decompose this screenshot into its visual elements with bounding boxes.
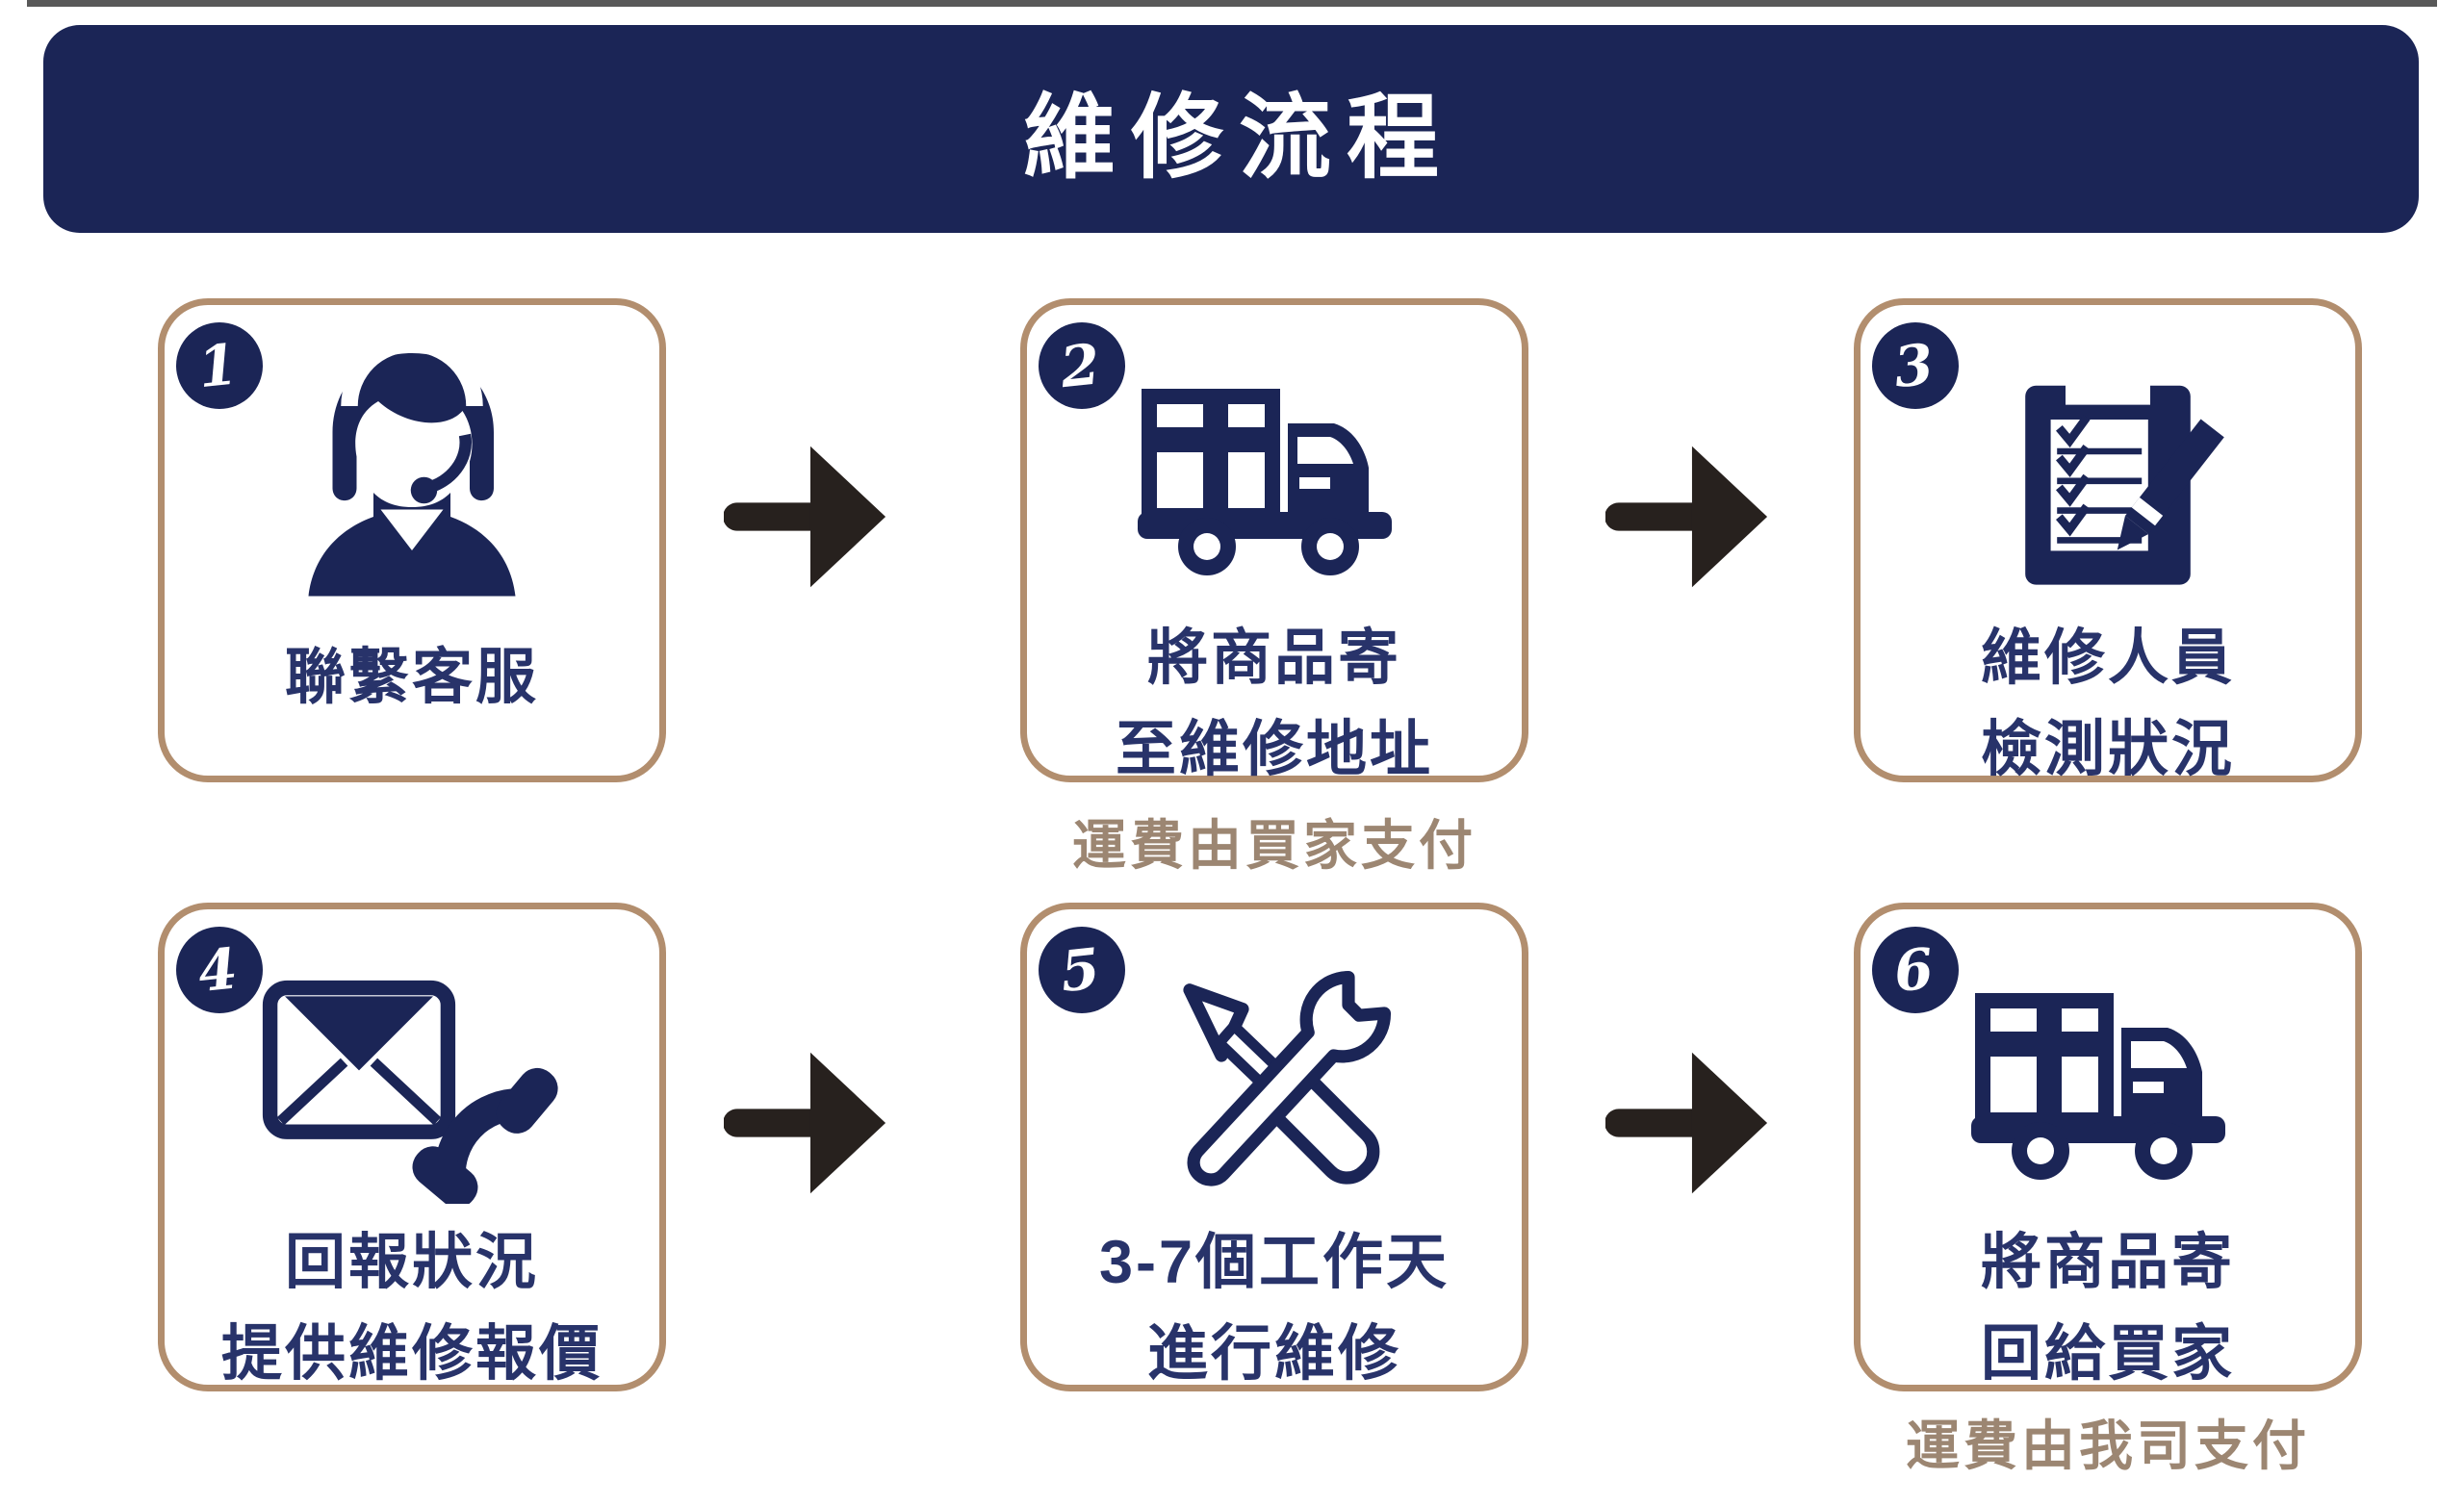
step-label: 將商品寄 回給買家 [1861, 1217, 2355, 1400]
title-banner: 維修流程 [43, 25, 2419, 233]
delivery-truck-icon [1861, 948, 2355, 1227]
shipping-note-seller: 運費由我司支付 [1906, 1416, 2310, 1476]
customer-service-icon [165, 339, 659, 623]
step-card-1: 1 聯繫客服 [158, 298, 666, 782]
step-label-line: 維修人員 [1981, 625, 2235, 692]
step-badge-3: 3 [1872, 322, 1959, 409]
step-label: 維修人員 檢測狀況 [1861, 613, 2355, 796]
step-card-6: 6 將商品寄 回給買家 [1854, 903, 2362, 1391]
flow-arrow-icon [1605, 437, 1775, 597]
flow-arrow-icon [724, 437, 893, 597]
step-badge-1: 1 [176, 322, 263, 409]
delivery-truck-icon [1027, 344, 1522, 623]
step-label-line: 聯繫客服 [285, 644, 539, 711]
step-label: 回報狀況 提供維修報價 [165, 1217, 659, 1400]
step-label-line: 提供維修報價 [221, 1320, 603, 1388]
shipping-note-buyer: 運費由買家支付 [1072, 815, 1476, 876]
step-label-line: 將商品寄 [1147, 625, 1401, 692]
top-border-line [27, 0, 2437, 7]
step-badge-6: 6 [1872, 927, 1959, 1013]
inspection-checklist-icon [1861, 344, 2355, 623]
flow-arrow-icon [1605, 1043, 1775, 1203]
step-label: 將商品寄 至維修地址 [1027, 613, 1522, 796]
step-badge-4: 4 [176, 927, 263, 1013]
step-card-2: 2 將商品寄 至維修地址 [1020, 298, 1528, 783]
page-title: 維修流程 [1023, 86, 1454, 190]
step-badge-5: 5 [1039, 927, 1125, 1013]
step-label: 聯繫客服 [165, 632, 659, 724]
step-label-line: 檢測狀況 [1981, 716, 2235, 783]
step-card-5: 5 3-7個工作天 進行維修 [1020, 903, 1528, 1391]
step-label-line: 將商品寄 [1981, 1229, 2235, 1296]
step-label-line: 進行維修 [1147, 1320, 1401, 1388]
step-label-line: 至維修地址 [1116, 716, 1433, 783]
flow-arrow-icon [724, 1043, 893, 1203]
step-label-line: 回給買家 [1981, 1320, 2235, 1388]
step-card-3: 3 [1854, 298, 2362, 783]
step-label-line: 3-7個工作天 [1098, 1229, 1450, 1296]
step-card-4: 4 回報狀況 提供維修報價 [158, 903, 666, 1391]
step-label: 3-7個工作天 進行維修 [1027, 1217, 1522, 1400]
repair-tools-icon [1027, 948, 1522, 1227]
step-badge-2: 2 [1039, 322, 1125, 409]
step-label-line: 回報狀況 [285, 1229, 539, 1296]
mail-phone-icon [165, 948, 659, 1227]
